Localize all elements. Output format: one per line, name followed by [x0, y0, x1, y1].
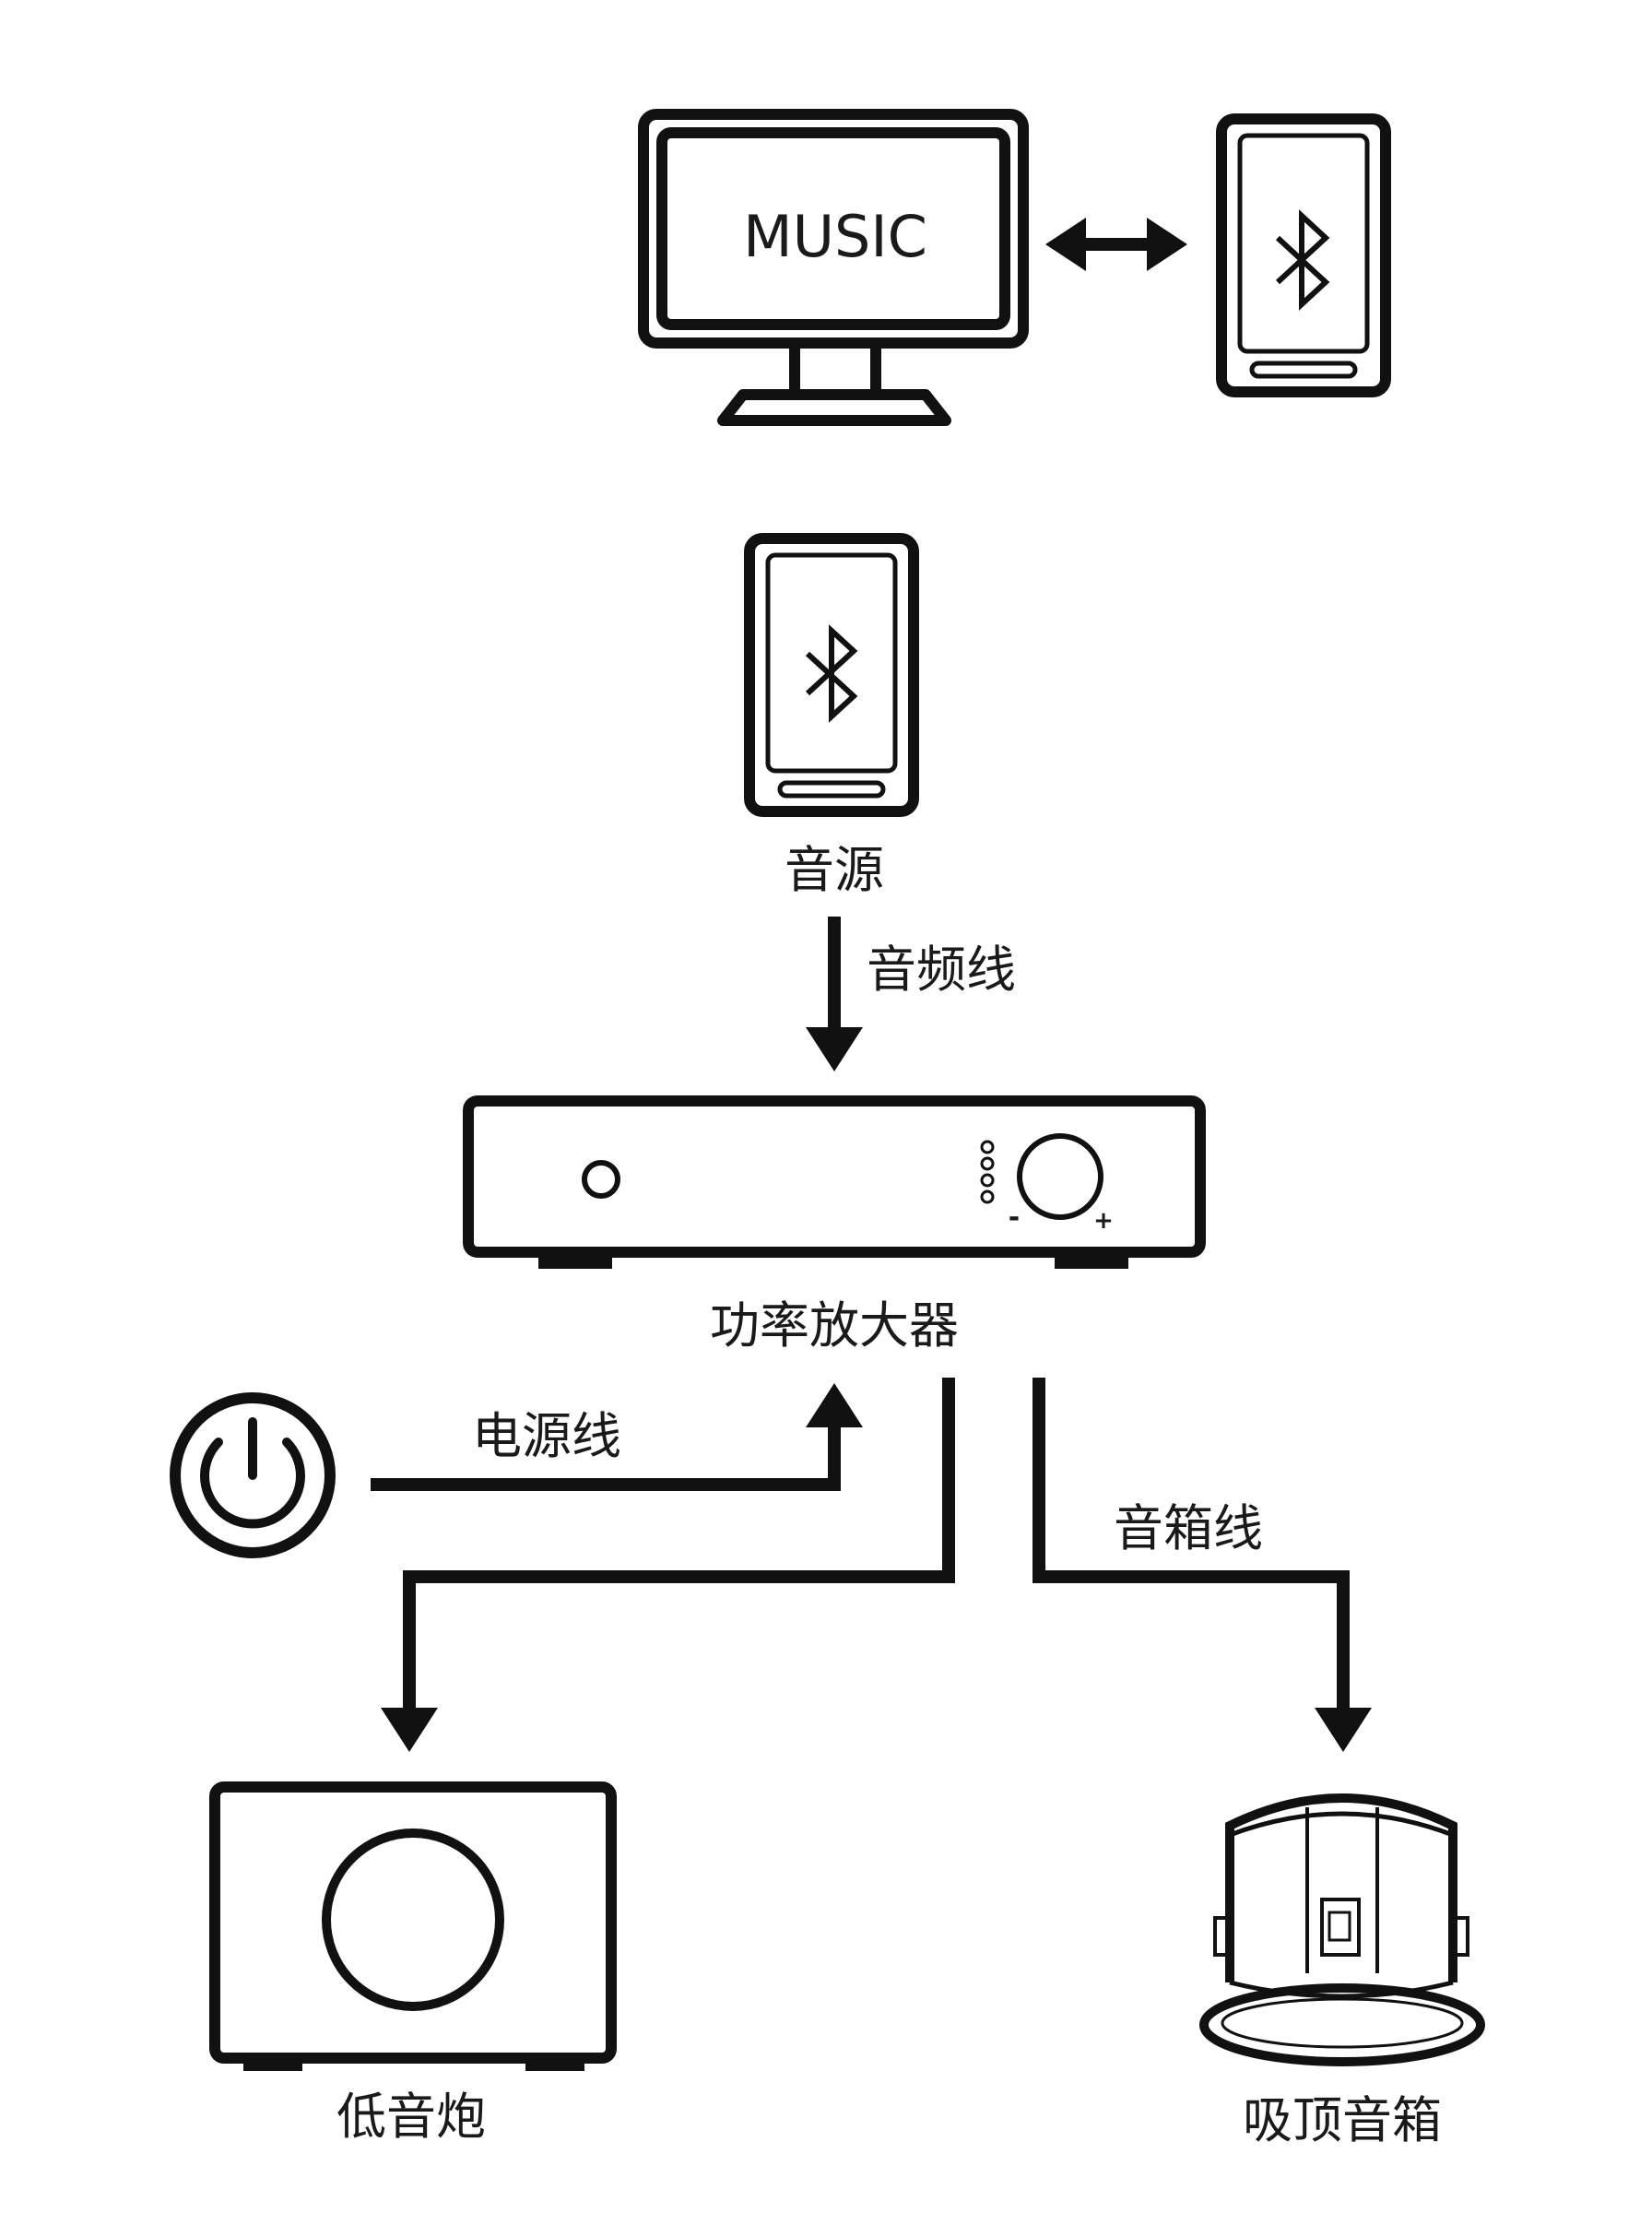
source-phone-icon: [744, 533, 919, 817]
speaker-cable-arrow: [1032, 1378, 1372, 1752]
power-cable-label: 电源线: [472, 1407, 621, 1465]
ceiling-speaker-icon: [1199, 1793, 1485, 2066]
source-label: 音源: [785, 841, 884, 899]
amplifier-minus-label: -: [1009, 1201, 1020, 1234]
volume-knob-icon: [1017, 1133, 1103, 1220]
bluetooth-icon: [1275, 209, 1330, 311]
phone-icon: [1216, 113, 1391, 397]
power-cable-arrow: [371, 1383, 863, 1491]
bidirectional-arrow-icon: [1045, 218, 1187, 271]
bluetooth-icon: [805, 624, 858, 723]
subwoofer-cable-arrow: [381, 1378, 955, 1752]
amplifier-icon: [463, 1095, 1206, 1269]
subwoofer-icon: [209, 1781, 617, 2071]
audio-cable-arrow: [806, 917, 863, 1071]
speaker-cable-label: 音箱线: [1114, 1499, 1263, 1557]
audio-cable-label: 音频线: [867, 941, 1016, 999]
power-icon: [170, 1392, 336, 1558]
ceiling-speaker-label: 吸顶音箱: [1243, 2091, 1442, 2149]
amplifier-label: 功率放大器: [710, 1296, 959, 1355]
power-button-icon: [582, 1160, 620, 1199]
subwoofer-label: 低音炮: [336, 2088, 486, 2146]
amplifier-plus-label: +: [1093, 1207, 1114, 1235]
monitor-icon: [638, 109, 1029, 426]
monitor-screen-text: MUSIC: [743, 203, 927, 270]
